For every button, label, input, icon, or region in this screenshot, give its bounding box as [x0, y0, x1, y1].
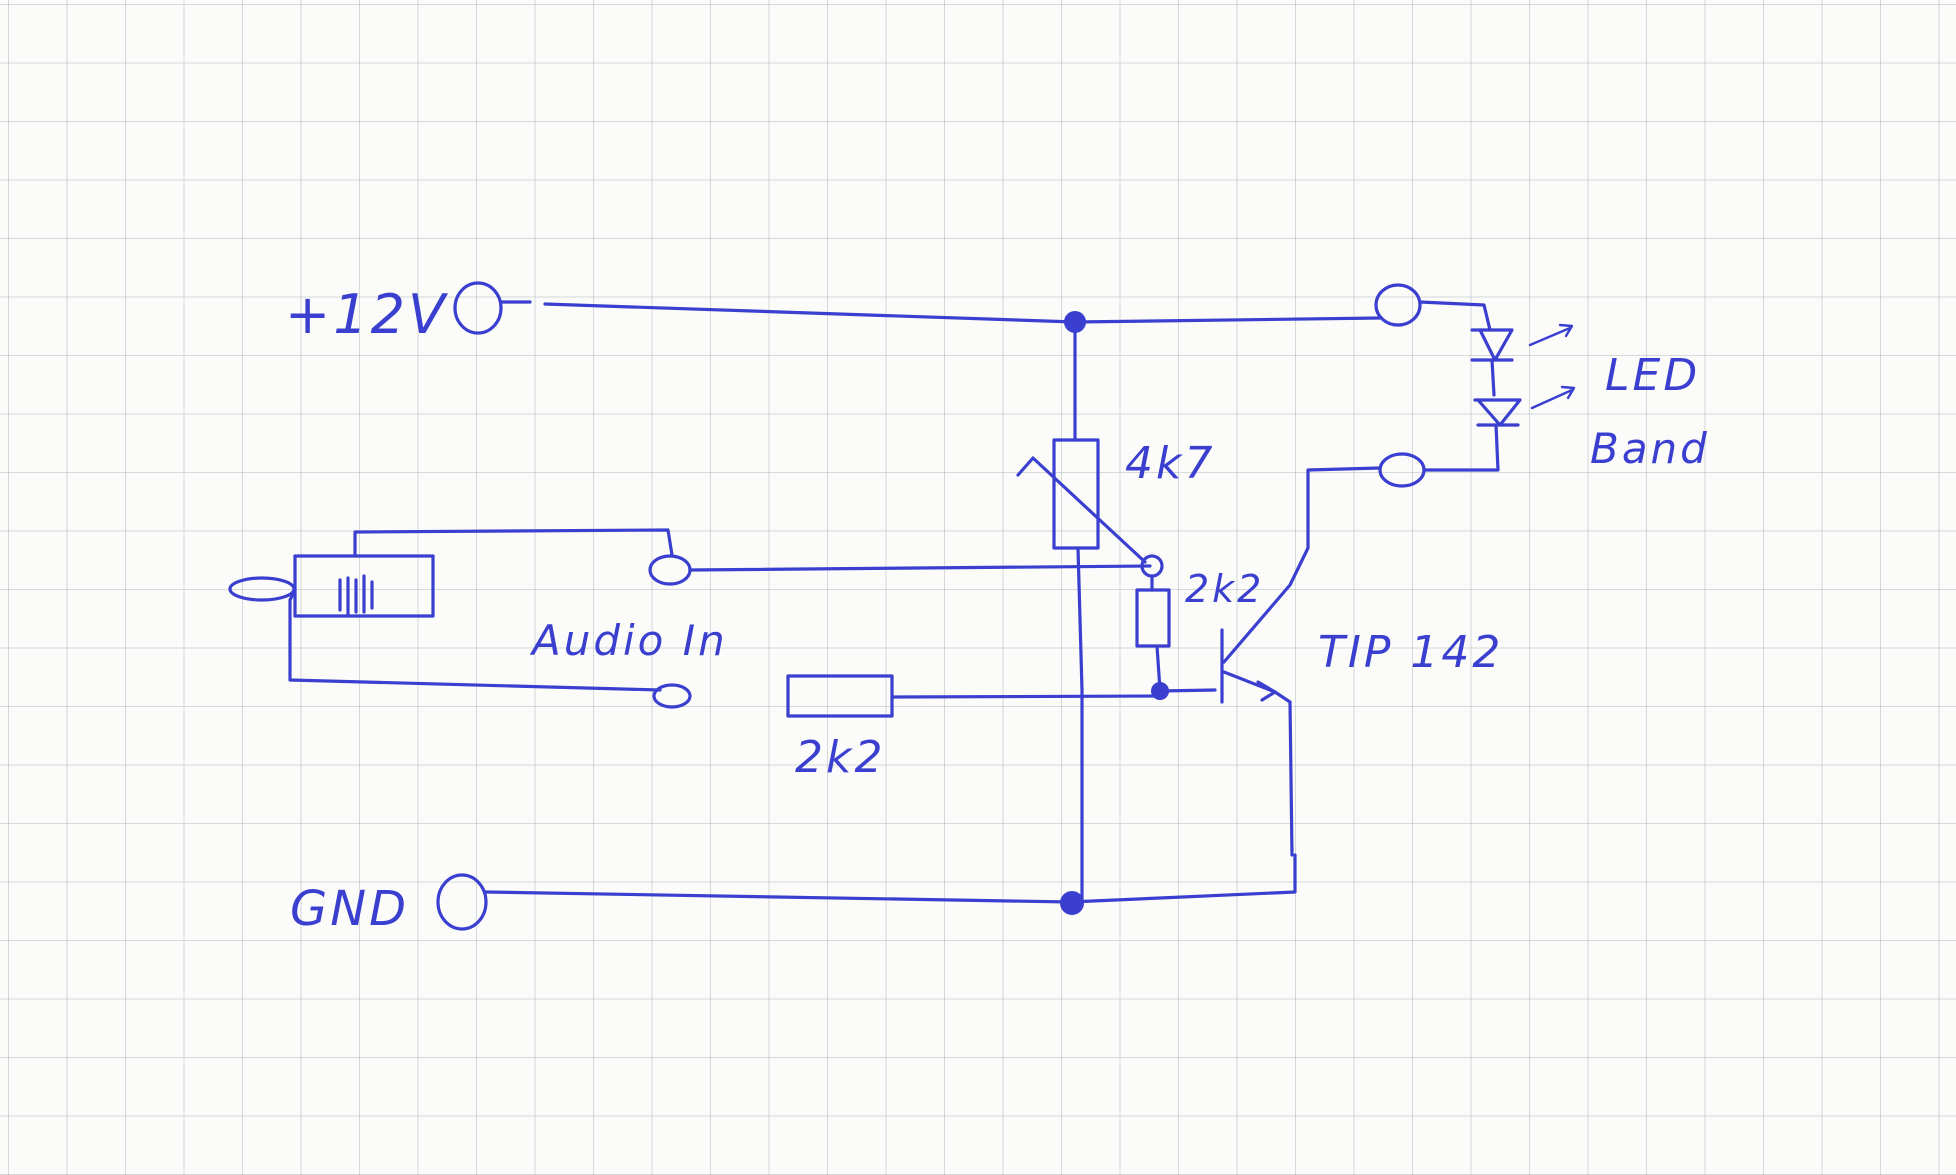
- ground-label: GND: [290, 881, 409, 937]
- supply-label: +12V: [285, 283, 449, 346]
- base-resistor-label-text: 2k2: [1185, 567, 1264, 611]
- audio-in-label: Audio In: [529, 616, 728, 665]
- potentiometer-4k7: [1016, 320, 1147, 904]
- pot-label-text: 4k7: [1125, 438, 1215, 489]
- input-resistor-label-text: 2k2: [795, 732, 885, 783]
- ground-rail: [436, 853, 1297, 931]
- input-resistor-label: 2k2: [795, 732, 885, 783]
- transistor-label: TIP 142: [1318, 627, 1503, 678]
- junction-dot-ground: [1060, 891, 1084, 915]
- pot-label: 4k7: [1125, 438, 1215, 489]
- supply-rail: [453, 281, 1382, 335]
- transistor-tip142: [1220, 466, 1382, 857]
- audio-in-label-text: Audio In: [529, 616, 728, 665]
- supply-label-text: +12V: [285, 283, 449, 346]
- led-label-line2: Band: [1590, 424, 1710, 473]
- led-band: [1374, 283, 1576, 488]
- audio-jack: [228, 528, 1152, 709]
- ground-label-text: GND: [290, 881, 409, 937]
- input-resistor-2k2: [786, 674, 1167, 718]
- led-label: LED Band: [1590, 350, 1710, 473]
- led-label-line1: LED: [1605, 350, 1700, 401]
- transistor-label-text: TIP 142: [1318, 627, 1503, 678]
- base-resistor-2k2: [1135, 554, 1217, 700]
- base-resistor-label: 2k2: [1185, 567, 1264, 611]
